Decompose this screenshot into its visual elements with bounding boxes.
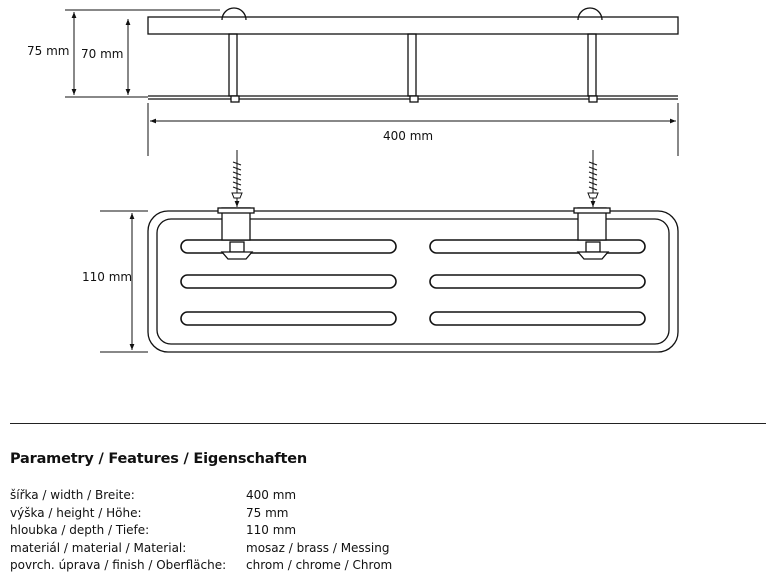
spec-value: mosaz / brass / Messing: [246, 541, 390, 555]
dim-shelf-height: 70 mm: [81, 47, 123, 61]
slots: [180, 239, 646, 326]
spec-row-finish: povrch. úprava / finish / Oberfläche: ch…: [10, 558, 410, 574]
spec-row-depth: hloubka / depth / Tiefe: 110 mm: [10, 523, 410, 539]
tray-outer: [147, 210, 679, 353]
top-view: [147, 207, 679, 353]
spec-label: hloubka / depth / Tiefe:: [10, 523, 150, 537]
spec-value: chrom / chrome / Chrom: [246, 558, 393, 572]
spec-label: materiál / material / Material:: [10, 541, 187, 555]
height-dimensions: [65, 9, 220, 98]
dim-width: 400 mm: [383, 129, 433, 143]
spec-label: výška / height / Höhe:: [10, 506, 142, 520]
bracket-left: [217, 207, 255, 260]
spec-value: 75 mm: [246, 506, 289, 520]
screw-left: [231, 150, 243, 207]
top-rail: [147, 16, 679, 35]
depth-dimension: [100, 210, 148, 353]
section-divider: [10, 423, 766, 424]
technical-drawing: 75 mm 70 mm 400 mm: [27, 7, 679, 353]
dim-total-height: 75 mm: [27, 44, 69, 58]
spec-label: šířka / width / Breite:: [10, 488, 135, 502]
spec-row-material: materiál / material / Material: mosaz / …: [10, 541, 410, 557]
right-post: [577, 7, 603, 103]
spec-value: 400 mm: [246, 488, 297, 502]
spec-label: povrch. úprava / finish / Oberfläche:: [10, 558, 227, 572]
spec-value: 110 mm: [246, 523, 297, 537]
screw-right: [587, 150, 599, 207]
tray-inner: [156, 218, 670, 345]
bracket-right: [573, 207, 611, 260]
side-view: [147, 7, 679, 103]
spec-row-width: šířka / width / Breite: 400 mm: [10, 488, 410, 504]
dim-depth: 110 mm: [82, 270, 132, 284]
left-post: [221, 7, 247, 103]
middle-post: [407, 33, 419, 103]
width-dimension: [147, 103, 679, 156]
spec-row-height: výška / height / Höhe: 75 mm: [10, 506, 410, 522]
features-title: Parametry / Features / Eigenschaften: [10, 451, 307, 467]
